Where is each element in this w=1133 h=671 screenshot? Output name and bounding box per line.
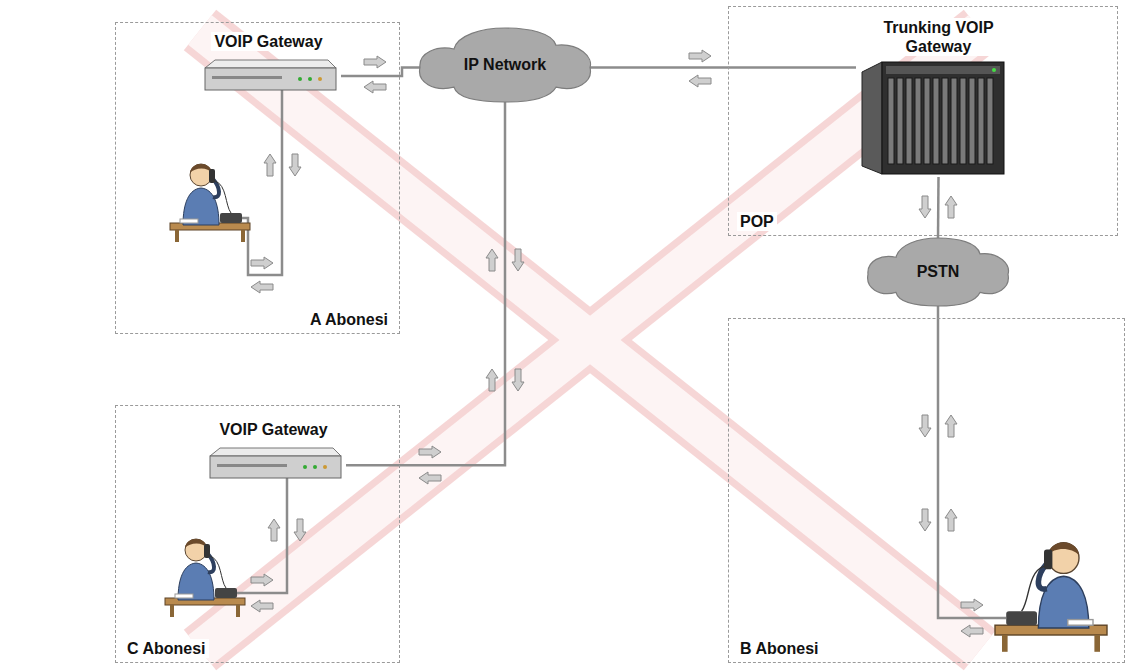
network-cloud: PSTN (868, 238, 1008, 306)
subscriber-figure (170, 164, 250, 242)
flow-arrows (251, 50, 983, 637)
cloud-shape (420, 28, 591, 102)
subscriber-figure (995, 543, 1107, 652)
region-label: C Abonesi (124, 639, 209, 658)
connector-line (346, 102, 505, 465)
gateway-node: Trunking VOIP Gateway (856, 17, 1021, 177)
connector-line (937, 177, 940, 238)
connector-line (937, 306, 940, 318)
device-label: VOIP Gateway (211, 32, 325, 51)
device-label: VOIP Gateway (216, 420, 330, 439)
device-label: Trunking VOIP Gateway (873, 18, 1004, 56)
gateway-node: VOIP Gateway (196, 31, 341, 99)
voip-gateway-device (205, 60, 336, 90)
cloud-shape (868, 238, 1009, 306)
voip-gateway-device (210, 448, 341, 478)
gateway-node: VOIP Gateway (201, 419, 346, 489)
connector-line (590, 66, 856, 69)
subscriber-region: C Abonesi VOIP Gateway (115, 405, 400, 663)
network-cloud: IP Network (420, 28, 590, 102)
subscriber-region: POP Trunking VOIP Gateway (728, 6, 1118, 236)
trunking-gateway-device (862, 62, 1004, 174)
region-label: POP (737, 212, 777, 231)
network-label: PSTN (917, 262, 960, 281)
watermark (200, 30, 980, 650)
region-label: A Abonesi (307, 310, 391, 329)
region-label: B Abonesi (737, 639, 822, 658)
connector-line (341, 67, 420, 75)
subscriber-region: B Abonesi (728, 318, 1125, 663)
subscriber-region: A Abonesi VOIP Gateway (115, 22, 400, 334)
network-label: IP Network (464, 55, 546, 74)
subscriber-figure (165, 539, 245, 617)
